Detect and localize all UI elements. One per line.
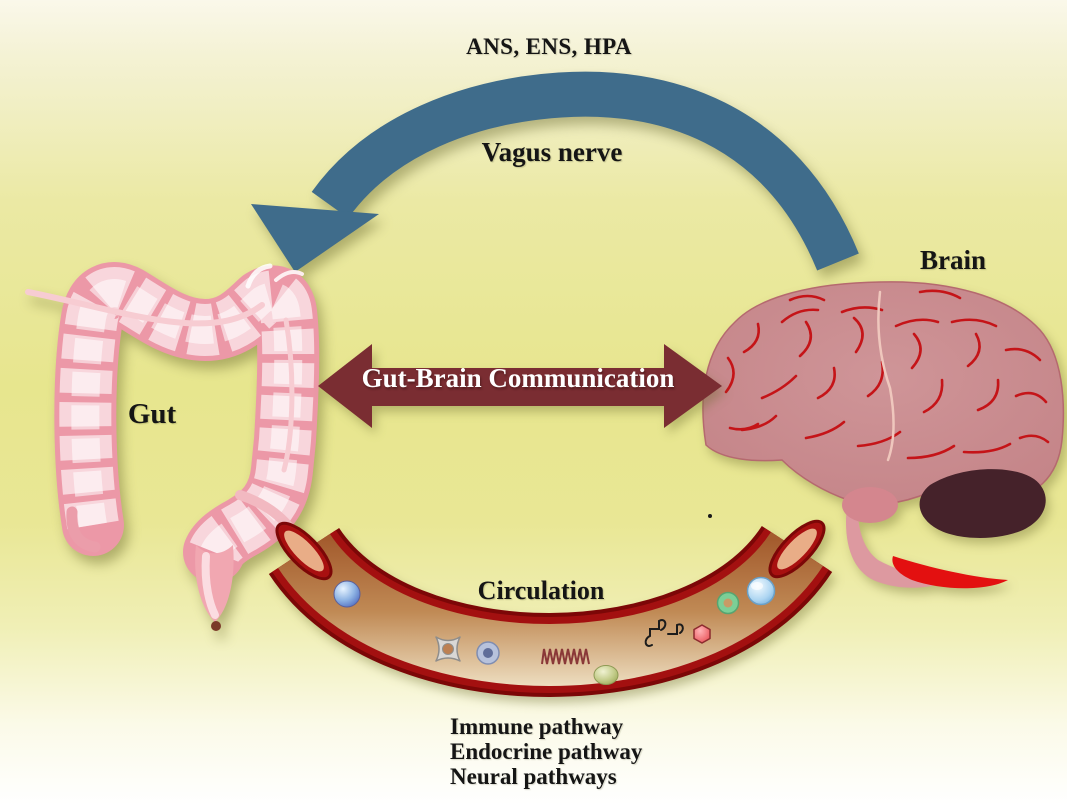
vagus-arc bbox=[311, 71, 859, 271]
vessel-opening-right bbox=[768, 519, 826, 579]
double-arrow-shape bbox=[318, 344, 722, 428]
cerebellum bbox=[919, 469, 1046, 538]
platelet-star-icon bbox=[435, 636, 461, 662]
rectum-highlight bbox=[201, 552, 219, 619]
cerebrum bbox=[702, 281, 1065, 506]
light-blue-cell-sphere-icon bbox=[746, 576, 776, 606]
brainstem bbox=[846, 495, 948, 588]
neural-pathways-line: Neural pathways bbox=[450, 764, 617, 789]
circulation-label: Circulation bbox=[477, 576, 605, 605]
ileum-strand bbox=[25, 289, 265, 327]
vagus-arrowhead-icon bbox=[251, 204, 379, 272]
brain-label: Brain bbox=[919, 245, 987, 275]
gut-label: Gut bbox=[127, 398, 177, 430]
endocrine-pathway-line: Endocrine pathway bbox=[450, 739, 643, 764]
blue-cell-sphere-icon bbox=[333, 580, 361, 608]
cytokine-ring-icon bbox=[716, 591, 740, 615]
protein-coil-icon bbox=[541, 648, 590, 665]
ileum-strand-right bbox=[281, 317, 295, 473]
colon-highlight bbox=[71, 279, 303, 559]
brain-gyri-vessels bbox=[724, 289, 1050, 460]
pons bbox=[842, 487, 898, 523]
molecule-steps-icon bbox=[644, 619, 684, 647]
vagus-nerve-label: Vagus nerve bbox=[481, 137, 623, 167]
circulation-vessel bbox=[268, 519, 833, 697]
red-blood-cell-icon bbox=[693, 624, 711, 644]
appendix bbox=[66, 506, 101, 553]
stray-dot bbox=[708, 514, 712, 518]
pathways-text-block: Immune pathway Endocrine pathway Neural … bbox=[450, 714, 642, 789]
brain-illustration bbox=[702, 281, 1065, 589]
olive-cell-sphere-icon bbox=[593, 665, 619, 685]
gut-brain-arrow-icon bbox=[318, 344, 722, 428]
gut-illustration bbox=[25, 262, 320, 631]
brainstem-red-sliver bbox=[892, 556, 1008, 589]
immune-cell-icon bbox=[476, 641, 500, 665]
vagus-arrow-icon bbox=[251, 71, 859, 272]
top-label: ANS, ENS, HPA bbox=[466, 34, 632, 59]
gut-sprig-2 bbox=[274, 270, 304, 282]
rectum-tip-dot bbox=[211, 621, 221, 631]
immune-pathway-line: Immune pathway bbox=[450, 714, 624, 739]
gut-sprig bbox=[245, 263, 273, 289]
vessel-opening-left bbox=[275, 521, 333, 581]
gut-brain-communication-label: Gut-Brain Communication bbox=[361, 363, 675, 393]
central-sulcus-highlight bbox=[877, 290, 895, 462]
